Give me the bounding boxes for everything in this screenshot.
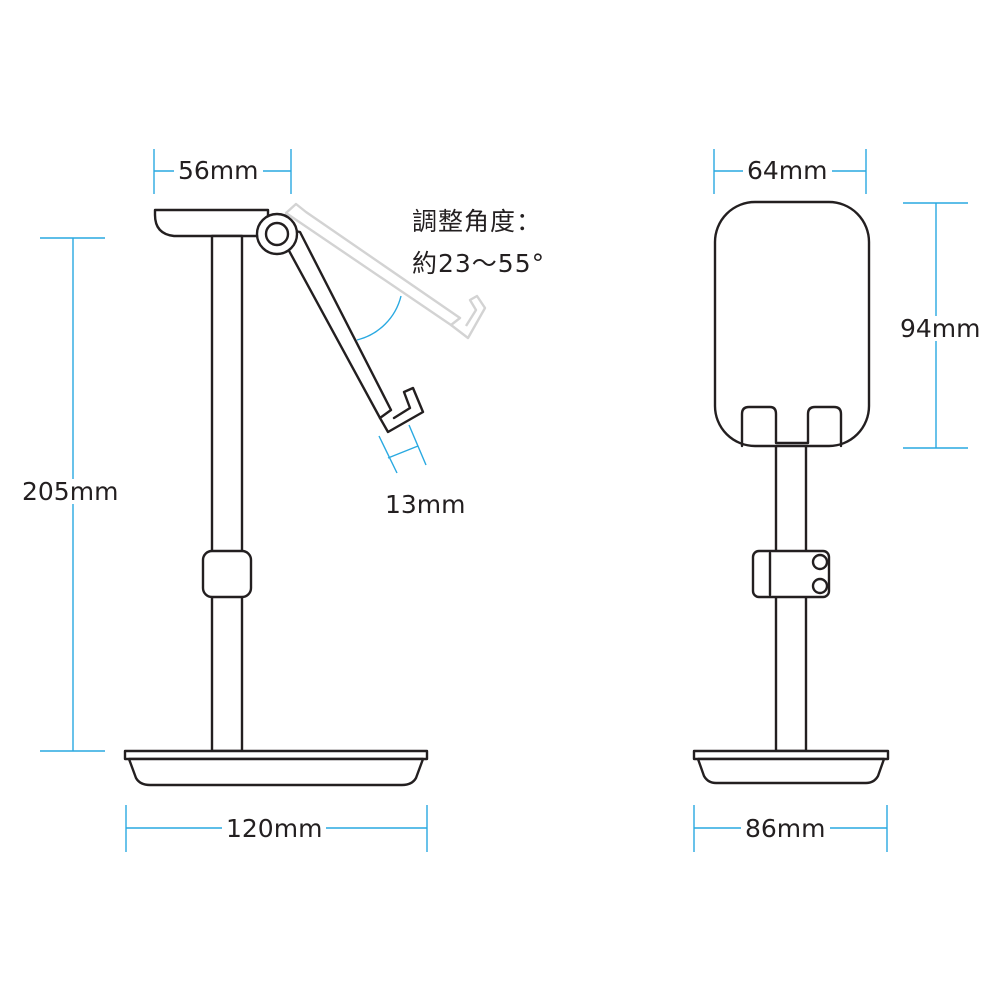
label-side-base-width: 120mm bbox=[222, 816, 327, 841]
label-side-height: 205mm bbox=[18, 479, 123, 504]
side-height-knob bbox=[201, 549, 253, 599]
front-base bbox=[692, 749, 890, 785]
label-angle-title: 調整角度： bbox=[412, 207, 543, 236]
side-base bbox=[123, 749, 429, 787]
side-view bbox=[40, 149, 487, 852]
label-front-base-width: 86mm bbox=[741, 816, 830, 841]
side-top-tray bbox=[153, 208, 270, 238]
angle-arc bbox=[356, 295, 402, 341]
front-view bbox=[692, 149, 968, 852]
label-angle-value: 約23～55° bbox=[412, 249, 546, 278]
label-side-thickness: 13mm bbox=[381, 492, 470, 517]
ghost-arm-max-angle bbox=[284, 202, 487, 340]
side-holder-arm bbox=[279, 228, 425, 434]
dim-side-thickness bbox=[378, 424, 427, 474]
side-hinge bbox=[255, 212, 299, 256]
front-holder-plate bbox=[713, 200, 871, 448]
label-side-top-width: 56mm bbox=[174, 158, 263, 183]
front-height-knob bbox=[751, 549, 831, 599]
front-holder-lip bbox=[740, 405, 843, 448]
label-front-holder-height: 94mm bbox=[896, 316, 985, 341]
label-front-top-width: 64mm bbox=[743, 158, 832, 183]
side-pole bbox=[210, 234, 244, 753]
side-hinge-inner bbox=[264, 221, 290, 247]
